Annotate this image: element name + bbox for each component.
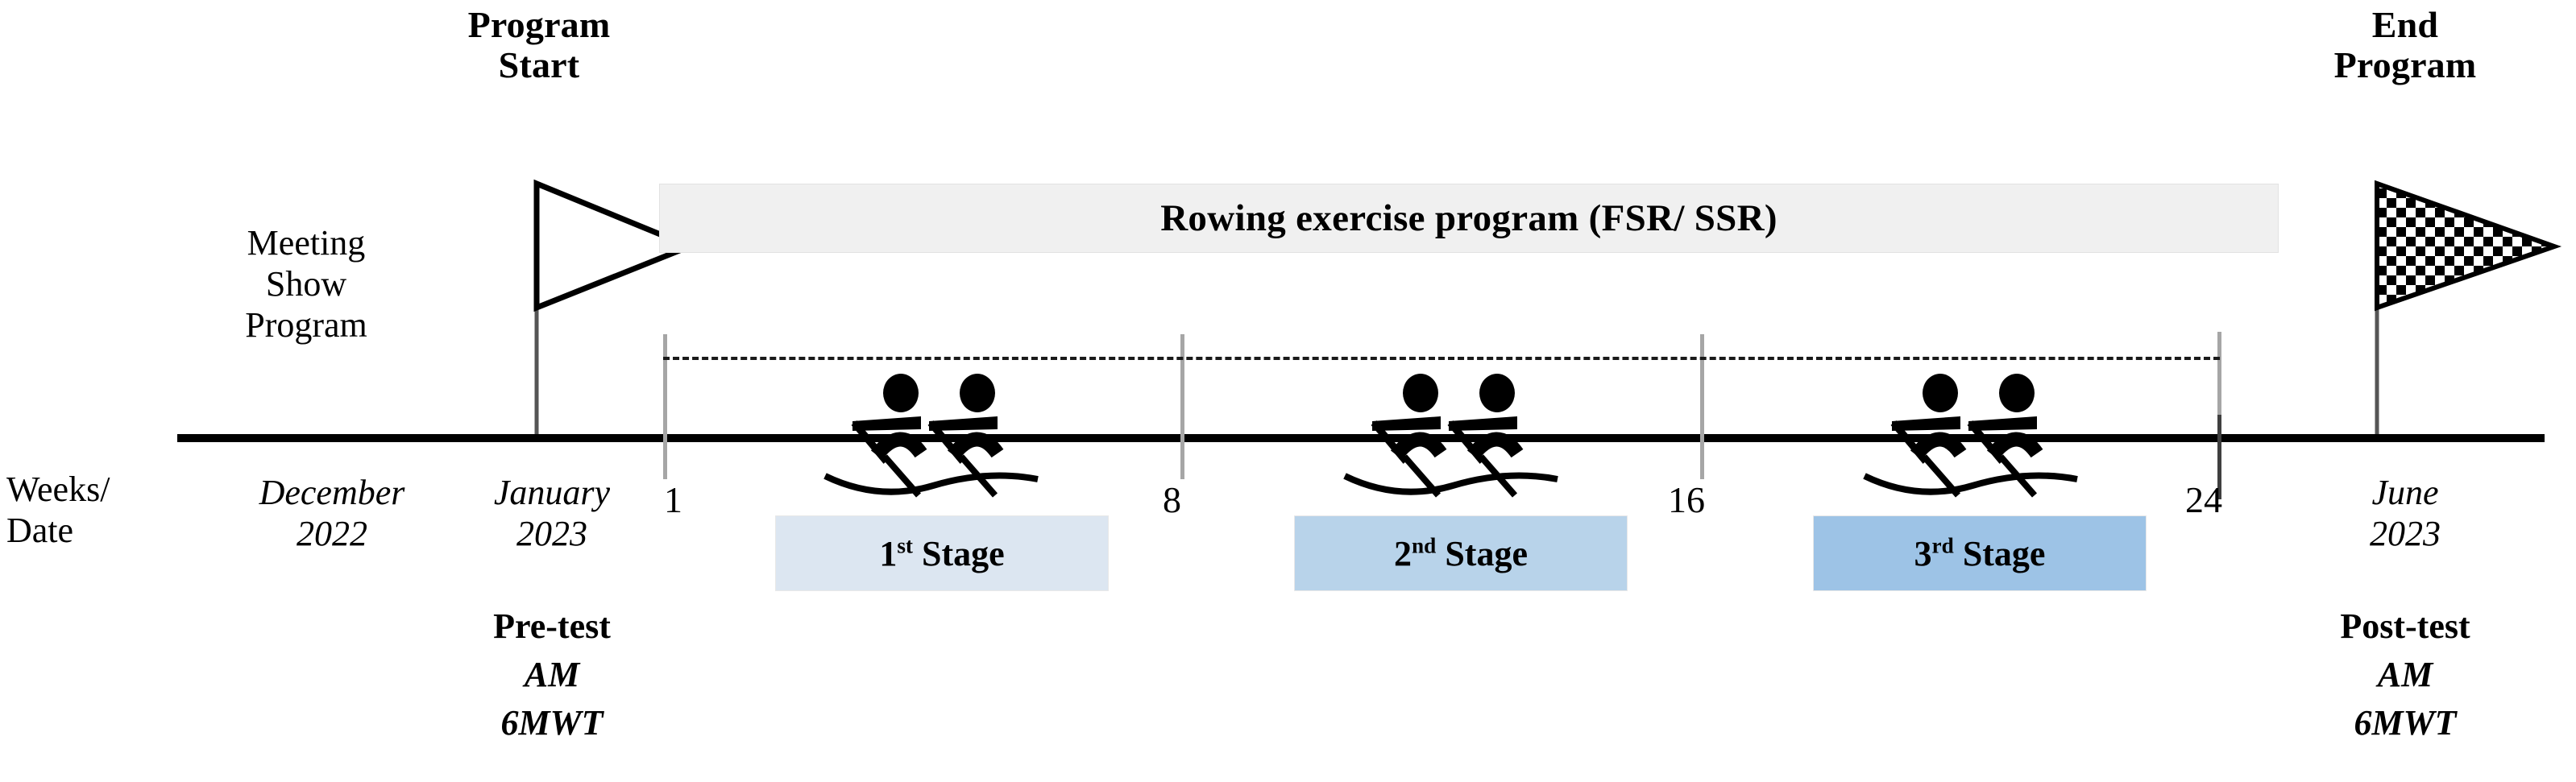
week-number-1: 1	[664, 479, 682, 520]
weeks-date-line2: Date	[6, 511, 74, 551]
rowing-athletes-icon-stage-3	[1853, 366, 2095, 498]
june-month: June	[2371, 473, 2439, 512]
start-flag-svg	[533, 179, 698, 438]
checkered-flag-icon	[2367, 179, 2562, 445]
meeting-label-line1: Meeting	[247, 223, 366, 263]
stage-3-suffix: rd	[1931, 532, 1954, 557]
stage-3-ordinal: 3	[1914, 533, 1932, 573]
end-program-title-line2: Program	[2333, 43, 2477, 85]
tick-week-16	[1700, 334, 1704, 479]
week-number-24: 24	[2185, 479, 2222, 520]
stage-box-1: 1st Stage	[775, 515, 1109, 591]
stage-1-word: Stage	[922, 533, 1005, 573]
pre-test-time: AM	[524, 655, 580, 694]
post-test-time: AM	[2377, 655, 2433, 694]
post-test-measure: 6MWT	[2354, 703, 2457, 743]
timeline-axis	[177, 434, 2545, 442]
date-december-2022: December 2022	[211, 472, 453, 554]
week-number-8: 8	[1163, 479, 1181, 520]
stage-2-label: 2nd Stage	[1394, 533, 1528, 574]
stage-2-suffix: nd	[1412, 532, 1437, 557]
rowers-svg-1	[823, 374, 1039, 498]
stage-2-ordinal: 2	[1394, 533, 1412, 573]
pre-test-measure: 6MWT	[500, 703, 604, 743]
stage-1-ordinal: 1	[879, 533, 898, 573]
dashed-connector-line	[663, 357, 2220, 360]
stage-box-2: 2nd Stage	[1294, 515, 1628, 591]
meeting-show-program-label: Meeting Show Program	[185, 222, 427, 345]
post-test-label: Post-test	[2340, 606, 2470, 646]
meeting-label-line2: Show	[265, 264, 347, 304]
tick-week-1	[663, 334, 667, 479]
stage-3-label: 3rd Stage	[1914, 533, 2046, 574]
january-month: January	[493, 473, 611, 512]
date-june-2023: June 2023	[2304, 472, 2506, 554]
weeks-date-line1: Weeks/	[6, 470, 110, 509]
date-january-2023: January 2023	[451, 472, 653, 554]
weeks-date-axis-label: Weeks/ Date	[6, 469, 184, 551]
december-year: 2022	[297, 514, 367, 554]
rowing-athletes-icon-stage-1	[814, 366, 1056, 498]
tick-week-8	[1180, 334, 1184, 479]
january-year: 2023	[516, 514, 587, 554]
end-program-title-line1: End	[2371, 4, 2439, 45]
rowing-athletes-icon-stage-2	[1334, 366, 1575, 498]
stage-1-suffix: st	[897, 532, 914, 557]
end-program-title: End Program	[2288, 5, 2522, 85]
rowers-svg-2	[1343, 374, 1558, 498]
stage-2-word: Stage	[1445, 533, 1528, 573]
program-start-title-line1: Program	[467, 4, 611, 45]
tick-week-24-upper	[2217, 332, 2221, 420]
stage-box-3: 3rd Stage	[1813, 515, 2147, 591]
week-number-16: 16	[1668, 479, 1705, 520]
june-year: 2023	[2370, 514, 2441, 554]
meeting-label-line3: Program	[245, 305, 367, 345]
tick-week-24-lower	[2217, 415, 2221, 499]
rowers-svg-3	[1863, 374, 2078, 498]
stage-1-label: 1st Stage	[879, 533, 1004, 574]
program-start-title: Program Start	[430, 5, 648, 85]
stage-3-word: Stage	[1962, 533, 2046, 573]
rowing-program-banner-label: Rowing exercise program (FSR/ SSR)	[1160, 197, 1777, 239]
pre-test-label: Pre-test	[493, 606, 611, 646]
rowing-program-banner: Rowing exercise program (FSR/ SSR)	[659, 184, 2279, 253]
december-month: December	[259, 473, 405, 512]
checkered-flag-svg	[2375, 180, 2562, 438]
program-start-title-line2: Start	[498, 43, 580, 85]
start-flag-icon	[524, 179, 698, 445]
